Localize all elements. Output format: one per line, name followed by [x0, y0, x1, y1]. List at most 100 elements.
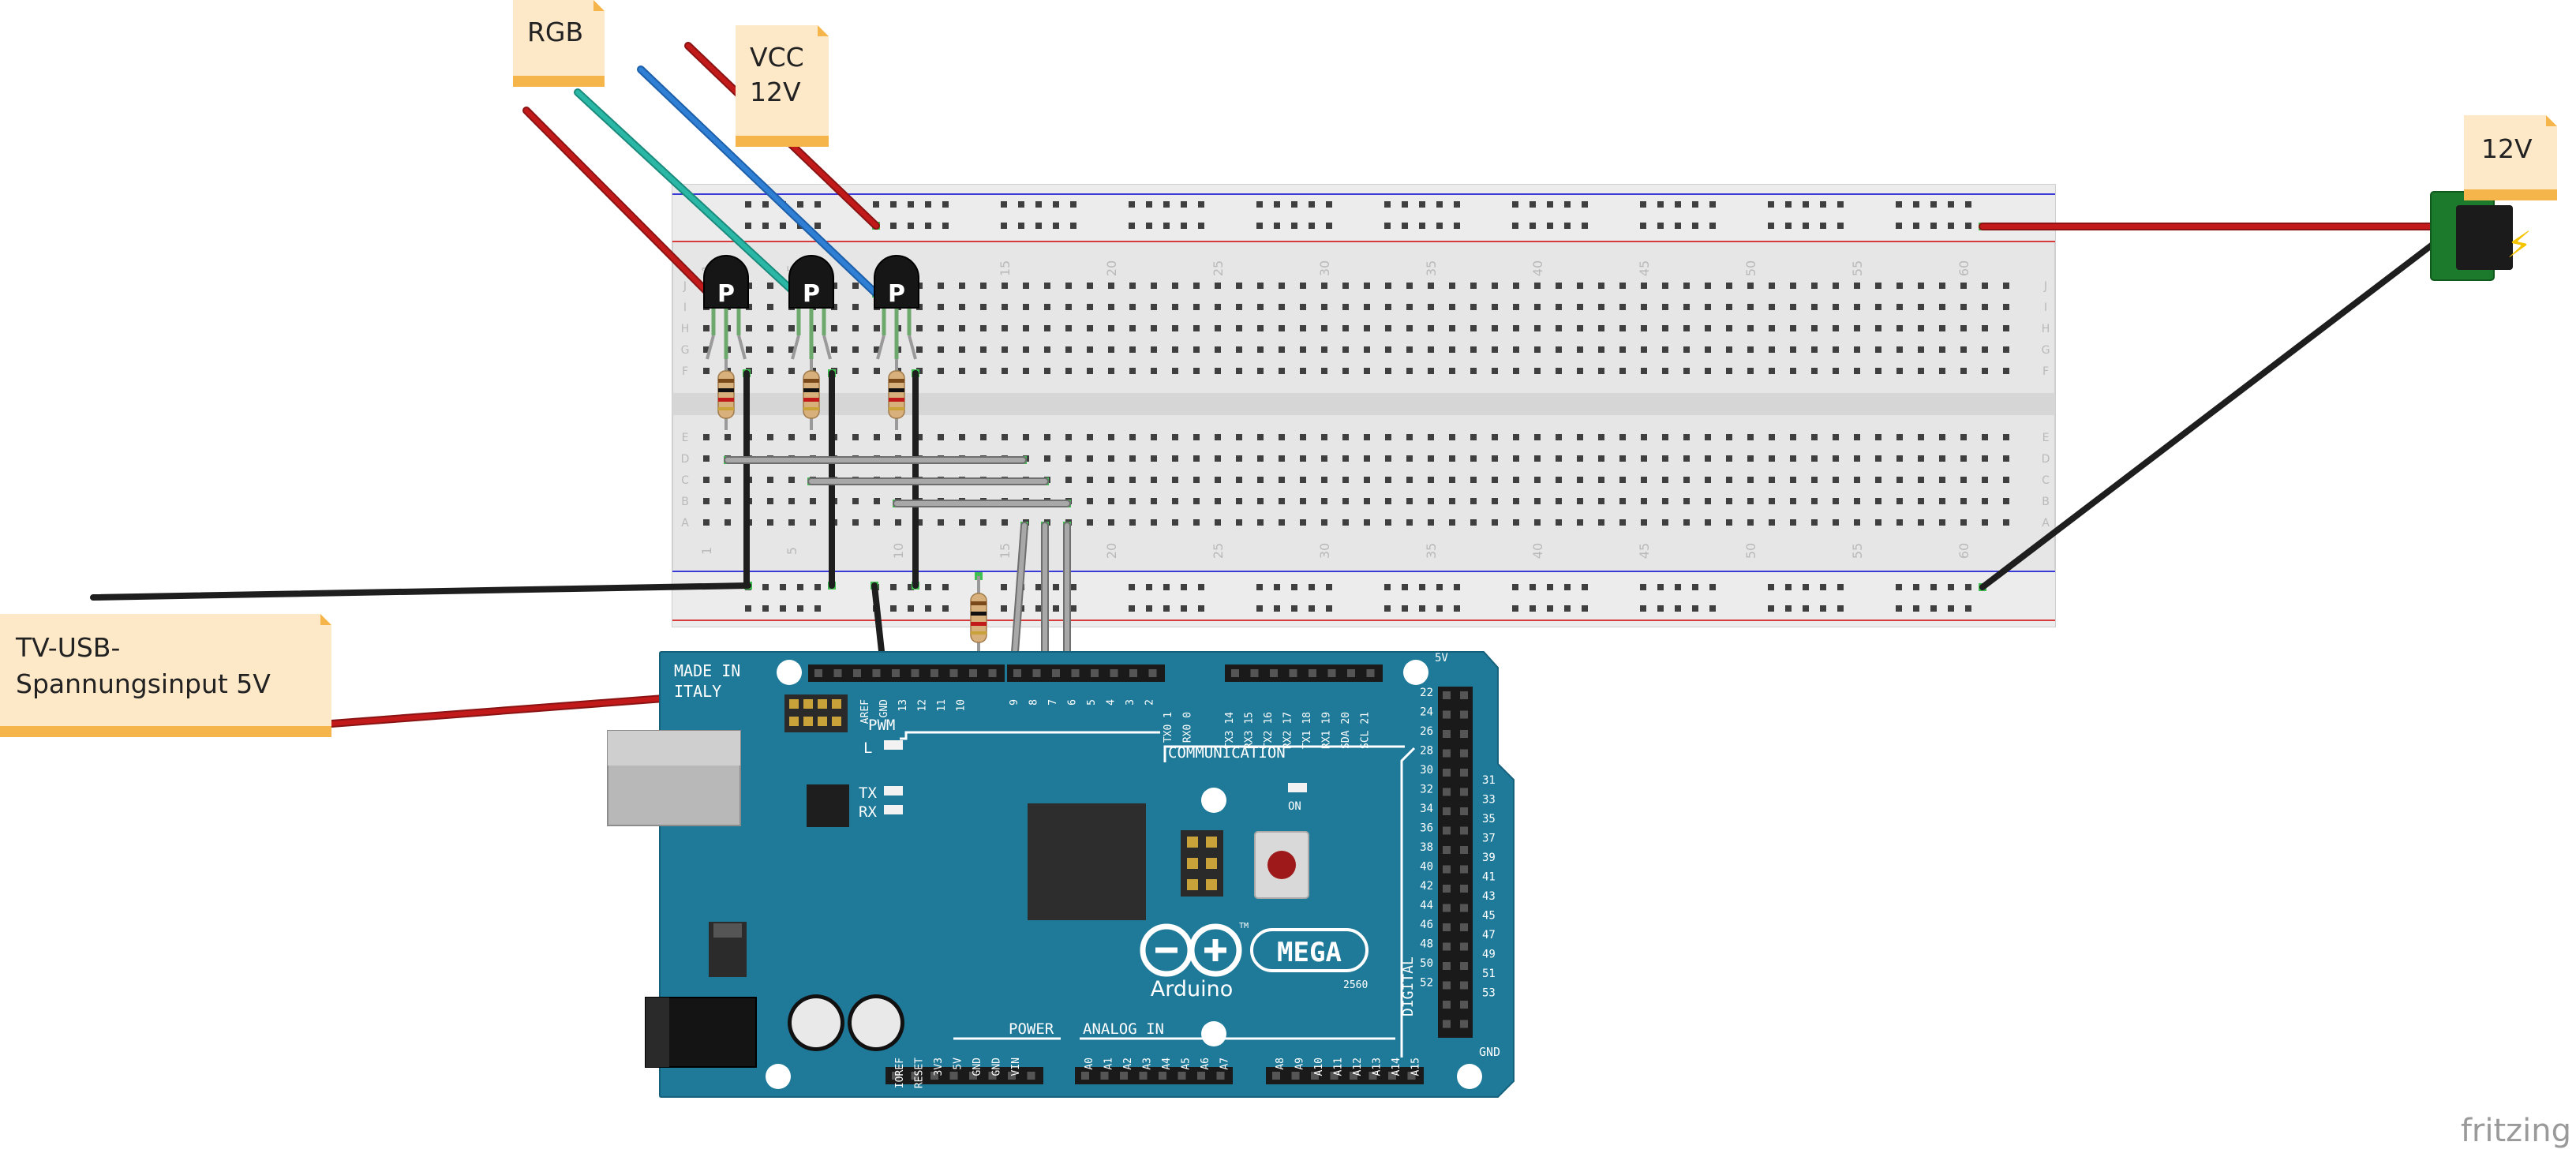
breadboard-hole [703, 455, 710, 462]
breadboard-hole [1619, 498, 1626, 504]
rail-hole [1965, 584, 1971, 590]
breadboard-hole [852, 434, 859, 440]
breadboard-hole [1726, 455, 1732, 462]
breadboard-hole [1151, 368, 1157, 374]
power-label: POWER [1009, 1020, 1054, 1038]
breadboard-hole [1236, 304, 1242, 310]
breadboard-hole [1747, 519, 1754, 526]
breadboard-hole [1172, 434, 1178, 440]
pin-label-power: 5V [953, 1058, 964, 1070]
breadboard-hole [1683, 368, 1690, 374]
breadboard-hole [1470, 498, 1477, 504]
rail-hole [1402, 605, 1408, 612]
breadboard-hole [1044, 368, 1050, 374]
breadboard-hole [1896, 477, 1903, 483]
rail-hole [1709, 605, 1716, 612]
rail-hole [1785, 605, 1792, 612]
breadboard-hole [1492, 368, 1498, 374]
pin-label-analog: A13 [1372, 1058, 1383, 1076]
breadboard-hole [1982, 325, 1988, 331]
breadboard-hole [1215, 346, 1221, 353]
breadboard-hole [1747, 455, 1754, 462]
breadboard-hole [1854, 368, 1860, 374]
pin-label-communication: TX1 18 [1301, 712, 1313, 749]
breadboard-hole [1705, 455, 1711, 462]
breadboard-hole [1811, 498, 1818, 504]
breadboard-hole [1023, 434, 1029, 440]
breadboard-hole [1705, 325, 1711, 331]
breadboard-hole [1108, 477, 1114, 483]
pin-label-digital: 51 [1482, 968, 1496, 980]
breadboard-hole [703, 434, 710, 440]
breadboard-hole [1236, 519, 1242, 526]
breadboard-hole [1811, 477, 1818, 483]
rail-hole [908, 584, 914, 590]
pin-label-communication: SCL 21 [1360, 712, 1372, 749]
breadboard-hole [1385, 477, 1391, 483]
breadboard-hole [1172, 368, 1178, 374]
breadboard-hole [1492, 325, 1498, 331]
breadboard-hole [1065, 346, 1072, 353]
breadboard-hole [1918, 283, 1924, 289]
rail-hole [1896, 223, 1902, 229]
pin-label-analog: A7 [1219, 1058, 1231, 1070]
breadboard-hole [1321, 519, 1327, 526]
breadboard-hole [1811, 455, 1818, 462]
breadboard-hole [1257, 477, 1264, 483]
rail-hole [814, 584, 821, 590]
breadboard-hole [980, 304, 987, 310]
rail-hole [1837, 605, 1844, 612]
breadboard-hole [1662, 519, 1668, 526]
breadboard-hole [1683, 498, 1690, 504]
rail-hole [1820, 223, 1826, 229]
rail-hole [1820, 201, 1826, 208]
rail-hole [1948, 201, 1954, 208]
pin-label-digital: 43 [1482, 890, 1496, 903]
breadboard-hole [1918, 434, 1924, 440]
breadboard-hole [1534, 368, 1541, 374]
breadboard-hole [1939, 325, 1945, 331]
breadboard-hole [1108, 325, 1114, 331]
breadboard-hole [767, 325, 773, 331]
rail-hole [1035, 201, 1042, 208]
breadboard-hole [1129, 455, 1136, 462]
pin-label-communication: RX3 15 [1244, 712, 1256, 749]
breadboard-hole [1534, 304, 1541, 310]
breadboard-hole [1854, 477, 1860, 483]
breadboard-hole [1747, 304, 1754, 310]
rail-hole [745, 201, 751, 208]
breadboard-hole [1896, 498, 1903, 504]
breadboard-hole [1769, 434, 1775, 440]
breadboard-hole [1641, 368, 1647, 374]
breadboard-hole [1641, 498, 1647, 504]
pin-label-pwm: 7 [1047, 699, 1059, 706]
breadboard-hole [1662, 434, 1668, 440]
breadboard-hole [1833, 283, 1839, 289]
breadboard-hole [1449, 498, 1455, 504]
breadboard-hole [1449, 434, 1455, 440]
breadboard-hole [1769, 455, 1775, 462]
breadboard-hole [1577, 455, 1583, 462]
column-number-bottom: 40 [1530, 543, 1545, 559]
breadboard-hole [1492, 455, 1498, 462]
breadboard-hole [1982, 434, 1988, 440]
breadboard-hole [767, 498, 773, 504]
column-number-bottom: 60 [1956, 543, 1971, 559]
breadboard-hole [1044, 304, 1050, 310]
row-letter: D [2042, 453, 2050, 466]
pin-label-digital: 48 [1420, 938, 1433, 951]
breadboard-hole [1918, 346, 1924, 353]
breadboard-hole [1513, 346, 1519, 353]
mega-label: MEGA [1277, 937, 1342, 968]
breadboard-hole [1151, 519, 1157, 526]
breadboard-hole [980, 325, 987, 331]
rail-hole [1384, 201, 1391, 208]
breadboard-hole [1449, 304, 1455, 310]
pin-label-digital: 22 [1420, 687, 1433, 699]
breadboard-hole [1641, 477, 1647, 483]
pin-label-pwm: 8 [1028, 699, 1040, 706]
breadboard-hole [852, 519, 859, 526]
breadboard-hole [1982, 519, 1988, 526]
breadboard-hole [1790, 346, 1796, 353]
breadboard-hole [1556, 434, 1562, 440]
